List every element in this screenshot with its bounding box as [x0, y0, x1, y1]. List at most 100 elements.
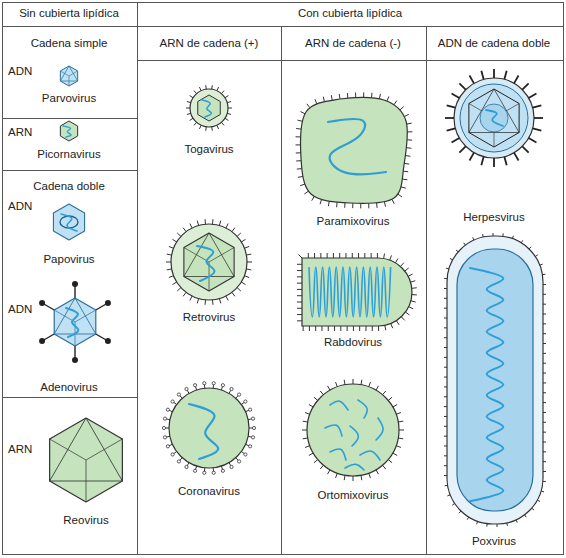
envelope-spike: [320, 253, 321, 258]
lipid-envelope: [171, 224, 247, 300]
genome-strand: [197, 246, 215, 281]
envelope-spike: [444, 455, 447, 456]
envelope-spike: [464, 243, 466, 245]
table-label: Cadena doble: [33, 180, 105, 193]
envelope-guide: [454, 78, 534, 158]
envelope-spike: [320, 199, 321, 204]
envelope-spike: [543, 373, 546, 374]
table-label: Ortomixovirus: [318, 489, 389, 502]
fiber-knob: [39, 338, 45, 344]
envelope-guide: [447, 236, 543, 524]
envelope-spike: [303, 421, 308, 423]
envelope-spike: [408, 274, 412, 276]
envelope-spike: [217, 87, 219, 91]
envelope-spike: [221, 122, 224, 125]
envelope-spike: [399, 430, 404, 431]
table-rule: [3, 170, 138, 171]
envelope-guide: [454, 78, 534, 158]
envelope-spike: [309, 404, 313, 407]
reovirus-drawing: [50, 418, 123, 502]
spike-knob: [212, 382, 215, 385]
table-label: Sin cubierta lipídica: [19, 7, 119, 20]
envelope-spike: [369, 473, 371, 478]
lipid-envelope: [190, 89, 228, 127]
table-label: ADN: [8, 200, 32, 213]
spike-knob: [185, 465, 188, 468]
envelope-spike: [344, 380, 346, 385]
envelope-spike: [297, 301, 302, 302]
envelope-spike: [336, 202, 337, 207]
envelope-spike: [376, 203, 377, 208]
envelope-spike: [205, 127, 207, 131]
adenovirus-drawing: [39, 281, 111, 363]
genome-strand: [376, 418, 383, 440]
envelope-spike: [244, 246, 249, 248]
envelope-spike: [320, 465, 323, 469]
envelope-spike: [444, 396, 447, 397]
envelope-spike: [167, 254, 172, 256]
table-label: Cadena simple: [31, 37, 108, 50]
envelope-spike: [537, 500, 540, 501]
envelope-spike: [298, 120, 303, 121]
envelope-spike: [459, 511, 461, 513]
envelope-spike: [473, 237, 474, 240]
lipid-envelope: [454, 78, 534, 158]
envelope-spike: [459, 83, 465, 89]
envelope-spike: [371, 253, 372, 258]
envelope-spike: [396, 413, 401, 415]
envelope-spike: [328, 201, 330, 206]
envelope-spike: [297, 314, 302, 315]
genome-strand: [350, 426, 358, 446]
envelope-spike: [450, 258, 453, 259]
envelope-spike: [352, 253, 353, 258]
envelope-spike: [199, 87, 201, 91]
envelope-spike: [543, 392, 546, 393]
capsid-edge: [69, 76, 70, 86]
envelope-spike: [533, 105, 542, 107]
envelope-spike: [205, 300, 206, 305]
envelope-spike: [444, 367, 447, 368]
capsid-edge: [184, 248, 209, 263]
togavirus-drawing: [186, 85, 232, 131]
envelope-guide: [190, 89, 228, 127]
envelope-spike: [298, 254, 302, 258]
envelope-spike: [522, 146, 528, 152]
spike-knob: [163, 436, 166, 439]
envelope-spike: [297, 283, 302, 284]
envelope-spike: [344, 475, 346, 480]
envelope-spike: [387, 96, 389, 101]
envelope-spike: [407, 131, 412, 132]
envelope-spike: [409, 307, 414, 309]
envelope-spike: [225, 118, 228, 120]
envelope-spike: [469, 153, 474, 161]
envelope-spike: [444, 308, 447, 309]
genome-strand: [61, 214, 77, 231]
envelope-spike: [187, 113, 191, 114]
envelope-spike: [320, 391, 323, 395]
envelope-spike: [305, 413, 310, 415]
envelope-spike: [444, 426, 447, 427]
envelope-spike: [297, 264, 302, 265]
coronavirus-drawing: [162, 382, 255, 475]
envelope-spike: [444, 288, 447, 289]
envelope-spike: [492, 233, 493, 236]
envelope-spike: [355, 93, 356, 98]
envelope-spike: [211, 85, 213, 89]
envelope-spike: [396, 321, 399, 325]
envelope-spike: [411, 301, 416, 302]
envelope-spike: [502, 233, 503, 236]
envelope-spike: [543, 294, 546, 295]
envelope-spike: [384, 202, 385, 207]
envelope-spike: [312, 196, 315, 200]
envelope-spike: [166, 262, 171, 263]
envelope-spike: [405, 268, 409, 271]
envelope-spike: [241, 239, 245, 242]
spike-knob: [171, 453, 174, 456]
envelope-spike: [394, 101, 397, 105]
envelope-spike: [541, 491, 544, 493]
envelope-spike: [535, 255, 537, 257]
table-label: Paramixovirus: [317, 215, 390, 228]
envelope-spike: [167, 268, 172, 270]
envelope-spike: [295, 144, 300, 145]
